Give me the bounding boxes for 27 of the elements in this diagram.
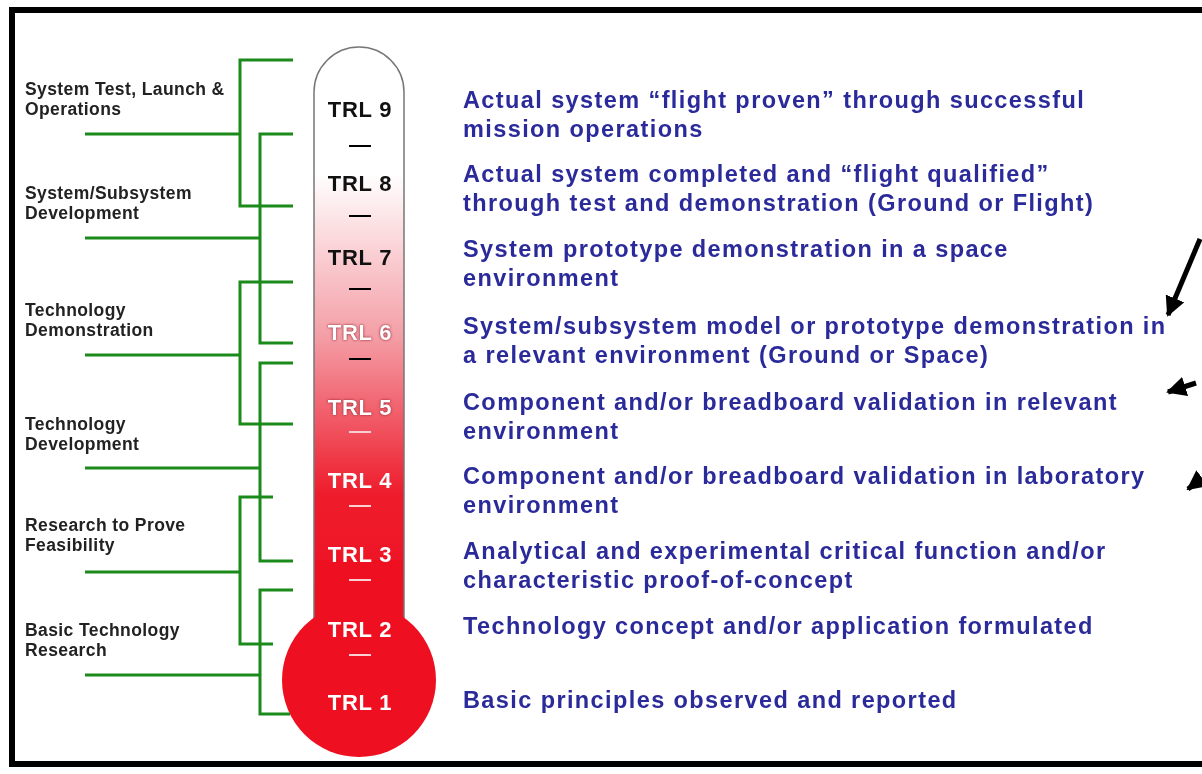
phase-label: Technology Development xyxy=(25,414,141,454)
trl-level-label: TRL 8 xyxy=(326,172,394,196)
arrow xyxy=(1165,238,1202,317)
trl-level-label: TRL 9 xyxy=(326,98,394,122)
trl-level-label: TRL 2 xyxy=(326,618,394,642)
phase-label: Research to Prove Feasibility xyxy=(25,515,187,555)
description-text: Basic principles observed and reported xyxy=(463,687,958,713)
arrow xyxy=(1186,470,1202,491)
trl-level-label: TRL 1 xyxy=(326,691,394,715)
arrow xyxy=(1166,376,1197,396)
trl-level-label: TRL 6 xyxy=(326,321,394,345)
trl-level-label: TRL 7 xyxy=(326,246,394,270)
description-text: Actual system “flight proven” through successful mission operations xyxy=(463,87,1086,142)
trl-level-label: TRL 4 xyxy=(326,469,394,493)
description-text: System/subsystem model or prototype demonstration in a relevant environment (Ground or Space) xyxy=(463,313,1167,368)
description-text: Component and/or breadboard validation in laboratory environment xyxy=(463,463,1146,518)
phase-label: System/Subsystem Development xyxy=(25,183,193,223)
trl-level-label: TRL 5 xyxy=(326,396,394,420)
phase-label: Basic Technology Research xyxy=(25,620,181,660)
description-text: Technology concept and/or application formulated xyxy=(463,613,1094,639)
trl-level-label: TRL 3 xyxy=(326,543,394,567)
phase-label: Technology Demonstration xyxy=(25,300,155,340)
description-text: System prototype demonstration in a space environment xyxy=(463,236,1009,291)
phase-label: System Test, Launch & Operations xyxy=(25,79,226,119)
description-text: Component and/or breadboard validation in relevant environment xyxy=(463,389,1118,444)
description-text: Analytical and experimental critical function and/or characteristic proof-of-concept xyxy=(463,538,1107,593)
description-text: Actual system completed and “flight qualified” through test and demonstration (Ground or Flight) xyxy=(463,161,1095,216)
